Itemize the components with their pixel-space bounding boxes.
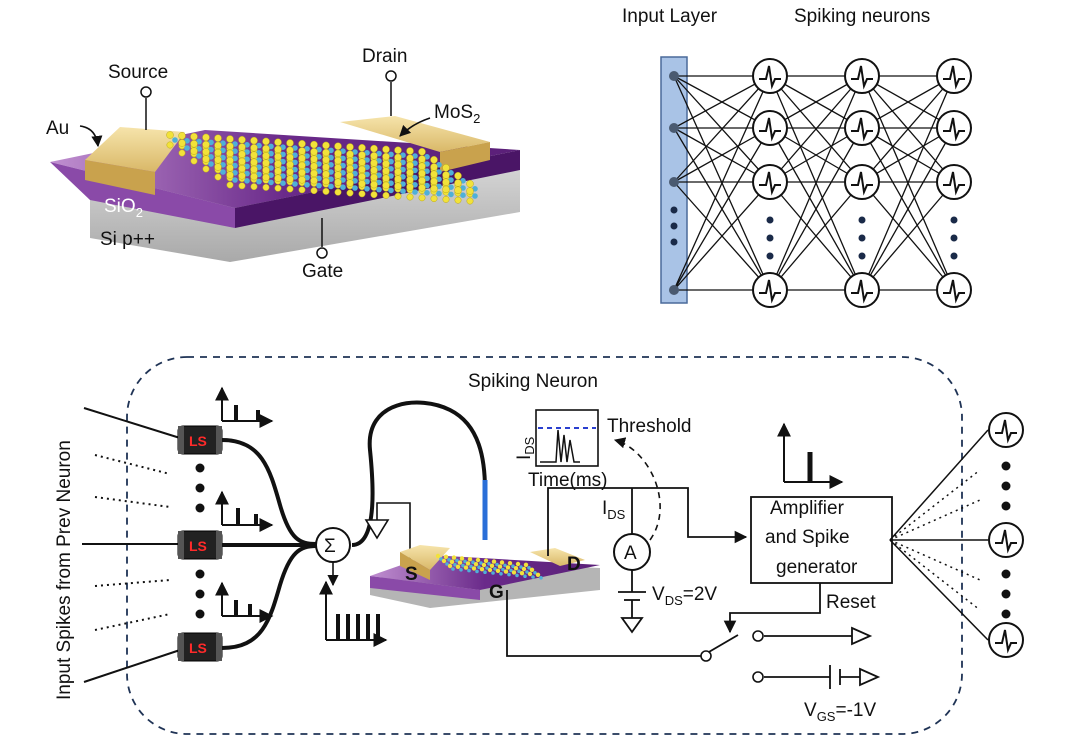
threshold-label: Threshold	[607, 416, 692, 437]
vds-label: VDS=2V	[652, 584, 717, 608]
ls-module-1: LS	[177, 425, 223, 455]
spiking-neuron-icon	[936, 58, 972, 94]
small-mos2-device	[370, 545, 600, 608]
switch-contact-1-icon	[752, 630, 764, 642]
mos2-transistor-illustration: Source Drain Au MoS2 SiO2 Si p++ Gate	[46, 46, 520, 282]
mos2-label: MoS2	[434, 102, 480, 126]
spike-plot-3	[215, 581, 274, 623]
si-label: Si p++	[100, 229, 155, 250]
reset-label: Reset	[826, 592, 876, 613]
ammeter-label: A	[624, 543, 637, 564]
network-connections	[673, 75, 955, 291]
input-line-1	[83, 407, 181, 439]
source-label: Source	[108, 62, 168, 83]
spiking-neuron-icon	[844, 272, 880, 308]
amplifier-box	[750, 496, 893, 584]
amplifier-line-1: Amplifier	[770, 498, 845, 519]
amplifier-line-3: generator	[776, 557, 858, 578]
gate-terminal-icon	[316, 247, 328, 259]
ls-label-1: LS	[189, 433, 207, 449]
spiking-neuron-icon	[752, 272, 788, 308]
ids-axis-label: IDS	[514, 436, 537, 460]
drain-terminal-icon	[385, 70, 397, 82]
circuit-wires	[506, 487, 881, 689]
gate-label: Gate	[302, 261, 343, 282]
spike-plot-2	[215, 490, 274, 532]
mos2-atoms	[166, 131, 478, 205]
spiking-neuron-icon	[752, 110, 788, 146]
source-electrode-front	[85, 160, 155, 195]
spiking-neuron-icon	[936, 272, 972, 308]
spiking-neuron-icon	[844, 110, 880, 146]
output-column-dots	[1001, 461, 1011, 619]
neuron-boundary	[126, 356, 963, 735]
ids-label: IDS	[602, 498, 626, 522]
output-neuron-icon	[988, 522, 1024, 558]
input-node-icon	[669, 177, 679, 187]
vgs-label: VGS=-1V	[804, 700, 876, 724]
drain-label: Drain	[362, 46, 407, 67]
input-node-icon	[669, 71, 679, 81]
input-node-icon	[669, 123, 679, 133]
spiking-neurons-label: Spiking neurons	[794, 6, 930, 27]
ls-module-3: LS	[177, 632, 223, 662]
output-spike-plot	[777, 422, 844, 489]
output-neurons	[988, 412, 1024, 658]
ls-label-3: LS	[189, 640, 207, 656]
drain-terminal-label: D	[567, 554, 581, 575]
ammeter-icon	[613, 533, 651, 571]
ls-module-2: LS	[177, 530, 223, 560]
spike-train-plot	[319, 580, 388, 647]
source-terminal-label: S	[405, 564, 418, 585]
optical-fibers	[221, 400, 487, 650]
switch-contact-2-icon	[752, 671, 764, 683]
ls-label-2: LS	[189, 538, 207, 554]
spiking-neuron-icon	[936, 164, 972, 200]
amplifier-line-2: and Spike	[765, 527, 850, 548]
input-node-icon	[669, 285, 679, 295]
source-electrode-top	[85, 127, 185, 172]
au-label: Au	[46, 118, 69, 139]
switch-pivot-icon	[700, 650, 712, 662]
drain-electrode-top	[340, 116, 490, 152]
ids-threshold-plot	[535, 409, 599, 467]
spiking-neuron-icon	[936, 110, 972, 146]
spiking-neuron-circuit: Spiking Neuron Input Spikes from Prev Ne…	[54, 356, 1024, 735]
spiking-neuron-icon	[844, 58, 880, 94]
input-line-3	[83, 649, 181, 683]
network-nodes	[669, 58, 972, 308]
output-neuron-icon	[988, 622, 1024, 658]
time-axis-label: Time(ms)	[528, 470, 608, 491]
dotted-input-lines	[94, 454, 171, 631]
sigma-label: Σ	[324, 536, 336, 557]
spike-plot-1	[215, 386, 274, 428]
source-terminal-icon	[140, 86, 152, 98]
spiking-neuron-icon	[844, 164, 880, 200]
input-layer-label: Input Layer	[622, 6, 718, 27]
feedback-dashed-arrow	[613, 437, 661, 541]
ls-column-dots	[195, 463, 205, 619]
gate-terminal-label: G	[489, 582, 504, 603]
drain-electrode-side	[440, 142, 490, 172]
output-neuron-icon	[988, 412, 1024, 448]
output-fan-out	[889, 429, 989, 641]
sio2-label: SiO2	[104, 196, 143, 220]
spiking-neuron-icon	[752, 164, 788, 200]
spiking-network: Input Layer Spiking neurons	[622, 6, 972, 308]
spiking-neuron-title: Spiking Neuron	[468, 371, 598, 392]
spiking-neuron-icon	[752, 58, 788, 94]
input-spikes-label: Input Spikes from Prev Neuron	[54, 440, 75, 700]
fiber-ground-icon	[364, 502, 411, 563]
